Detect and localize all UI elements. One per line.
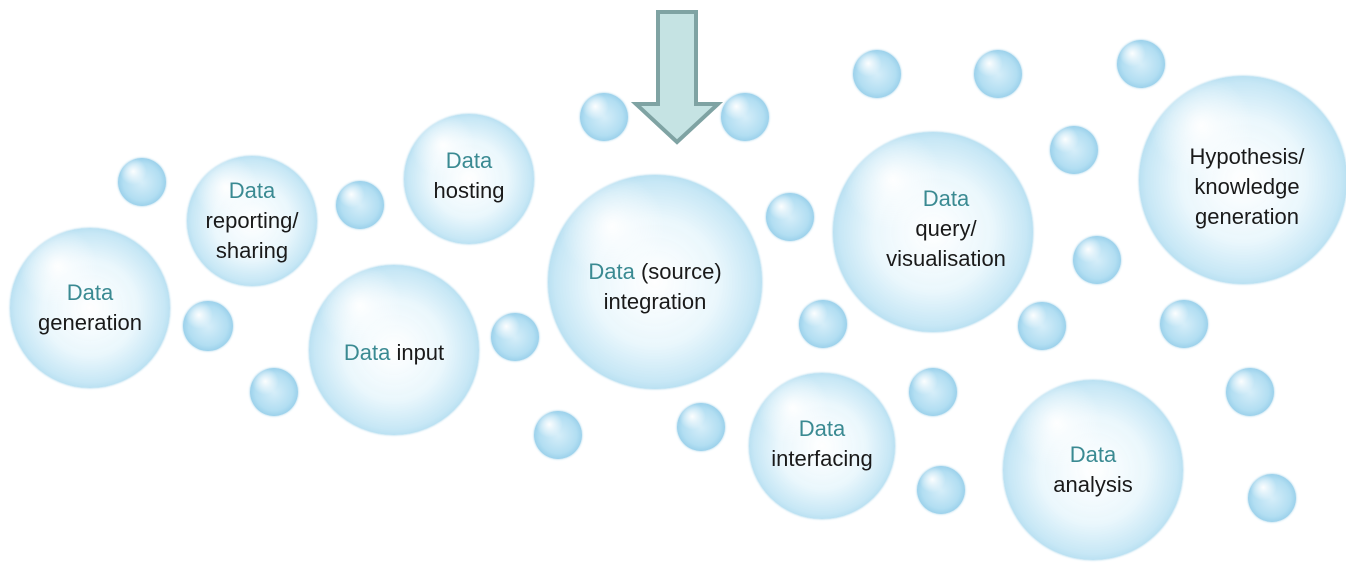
label-hosting: Data hosting <box>434 146 505 206</box>
small-bubble <box>491 313 539 361</box>
label-line: generation <box>38 308 142 338</box>
bubble-integration <box>548 175 762 389</box>
bubble-reporting <box>187 156 317 286</box>
data-word: Data <box>445 148 493 173</box>
small-bubble <box>799 300 847 348</box>
small-bubble <box>677 403 725 451</box>
label-analysis: Data analysis <box>1053 440 1132 500</box>
bubble-hypothesis <box>1139 76 1346 284</box>
small-bubble <box>336 181 384 229</box>
label-text: (source) <box>634 259 722 284</box>
label-line: Data <box>434 146 505 176</box>
label-text: generation <box>1195 204 1299 229</box>
label-line: sharing <box>206 236 299 266</box>
small-bubble <box>1226 368 1274 416</box>
label-line: Data (source) <box>588 257 721 287</box>
bubble-query <box>833 132 1033 332</box>
data-word: Data <box>588 259 635 284</box>
data-word: Data <box>798 416 846 441</box>
label-text: visualisation <box>886 246 1006 271</box>
label-line: Data <box>206 176 299 206</box>
data-word: Data <box>343 340 391 365</box>
label-line: Hypothesis/ <box>1190 142 1305 172</box>
small-bubble <box>766 193 814 241</box>
data-word: Data <box>1069 442 1117 467</box>
label-line: Data <box>886 184 1006 214</box>
label-text: reporting/ <box>205 208 299 233</box>
small-bubble <box>1050 126 1098 174</box>
label-generation: Data generation <box>38 278 142 338</box>
label-input: Data input <box>344 338 444 368</box>
bubble-interfacing <box>749 373 895 519</box>
label-line: knowledge <box>1190 172 1305 202</box>
label-text: sharing <box>215 238 289 263</box>
data-word: Data <box>228 178 276 203</box>
small-bubble <box>534 411 582 459</box>
label-line: hosting <box>434 176 505 206</box>
bubble-input <box>309 265 479 435</box>
label-text: hosting <box>433 178 505 203</box>
label-query: Data query/visualisation <box>886 184 1006 274</box>
small-bubble <box>183 301 233 351</box>
label-line: Data input <box>344 338 444 368</box>
label-line: visualisation <box>886 244 1006 274</box>
bubble-generation <box>10 228 170 388</box>
label-line: Data <box>771 414 873 444</box>
small-bubble <box>118 158 166 206</box>
label-text: interfacing <box>771 446 873 471</box>
small-bubble <box>1160 300 1208 348</box>
label-line: reporting/ <box>206 206 299 236</box>
label-line: Data <box>38 278 142 308</box>
small-bubble <box>917 466 965 514</box>
data-word: Data <box>922 186 970 211</box>
small-bubble <box>580 93 628 141</box>
bubble-hosting <box>404 114 534 244</box>
data-word: Data <box>66 280 114 305</box>
small-bubble <box>1117 40 1165 88</box>
small-bubble <box>853 50 901 98</box>
label-text: Hypothesis/ <box>1189 144 1305 169</box>
label-text: input <box>390 340 445 365</box>
small-bubble <box>974 50 1022 98</box>
label-line: integration <box>588 287 721 317</box>
label-line: analysis <box>1053 470 1132 500</box>
label-text: generation <box>38 310 142 335</box>
label-interfacing: Data interfacing <box>771 414 873 474</box>
small-bubble <box>1248 474 1296 522</box>
bubble-analysis <box>1003 380 1183 560</box>
label-line: interfacing <box>771 444 873 474</box>
small-bubble <box>721 93 769 141</box>
label-line: query/ <box>886 214 1006 244</box>
label-reporting: Data reporting/sharing <box>206 176 299 266</box>
small-bubble <box>1073 236 1121 284</box>
label-hypothesis: Hypothesis/knowledge generation <box>1190 142 1305 232</box>
label-text: integration <box>603 289 707 314</box>
label-line: Data <box>1053 440 1132 470</box>
small-bubble <box>250 368 298 416</box>
small-bubble <box>909 368 957 416</box>
label-line: generation <box>1190 202 1305 232</box>
label-text: knowledge <box>1194 174 1300 199</box>
label-text: analysis <box>1053 472 1133 497</box>
small-bubble <box>1018 302 1066 350</box>
label-integration: Data (source)integration <box>588 257 721 317</box>
label-text: query/ <box>915 216 977 241</box>
